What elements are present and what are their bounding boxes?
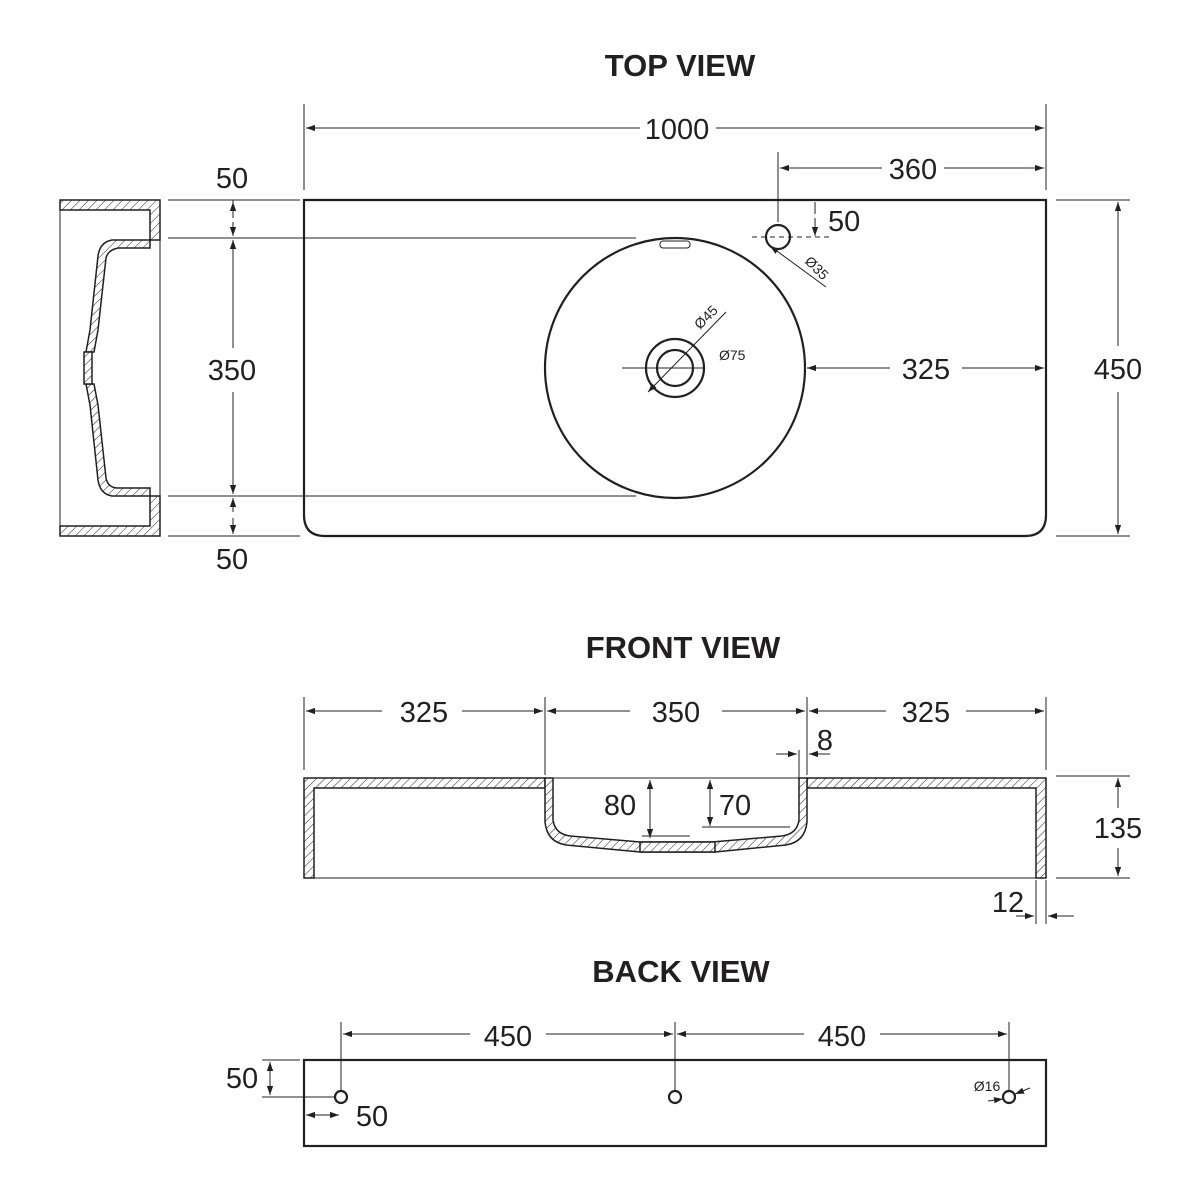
front-view-bowl-section [544, 777, 808, 853]
top-view-title: TOP VIEW [605, 48, 756, 83]
side-dim-bottom-margin: 50 [216, 544, 248, 576]
front-dim-skirt-thickness: 12 [992, 887, 1024, 919]
waste-leader-45 [647, 311, 727, 393]
front-dim-left-width: 325 [400, 697, 448, 729]
waste-inner-dia-label: Ø45 [691, 302, 721, 332]
front-view-waste [639, 841, 716, 853]
front-view-slab-right [806, 777, 1047, 879]
back-dim-hole-dia: Ø16 [974, 1078, 1001, 1094]
dim-overall-width: 1000 [645, 114, 710, 146]
overflow-slot [659, 240, 691, 249]
front-view-slab [303, 777, 546, 879]
side-section-bowl-upper [85, 239, 151, 353]
back-dim-16-arrow-a [987, 1097, 1004, 1104]
tap-hole-dia-label: Ø35 [802, 253, 832, 283]
back-view-title: BACK VIEW [592, 954, 770, 989]
back-dim-spacing-left: 450 [484, 1021, 532, 1053]
top-view: TOP VIEW Ø45 Ø75 Ø35 1000 360 50 [59, 48, 1142, 576]
back-dim-16-arrow-b [1014, 1087, 1031, 1095]
front-view-title: FRONT VIEW [586, 630, 781, 665]
bowl-circle [543, 236, 807, 500]
side-section [59, 199, 161, 537]
front-dim-bowl-width: 350 [652, 697, 700, 729]
back-dim-hole-from-side: 50 [356, 1101, 388, 1133]
side-section-bottom-rim [59, 495, 161, 537]
front-dim-bowl-depth-edge: 70 [719, 790, 751, 822]
back-view: BACK VIEW 450 450 50 50 Ø16 [226, 954, 1048, 1148]
back-hole-right [1001, 1089, 1017, 1105]
side-section-profile [59, 199, 161, 241]
front-dim-right-width: 325 [902, 697, 950, 729]
front-view: FRONT VIEW 325 350 325 8 80 [303, 630, 1142, 924]
dim-bowl-to-edge: 325 [902, 354, 950, 386]
dim-tap-from-back: 50 [828, 206, 860, 238]
side-section-bowl-lower [85, 383, 151, 497]
waste-outer-dia-label: Ø75 [719, 347, 746, 363]
side-dim-bowl-depth: 350 [208, 355, 256, 387]
side-section-waste [83, 351, 93, 385]
side-dim-top-margin: 50 [216, 163, 248, 195]
back-dim-hole-from-top: 50 [226, 1063, 258, 1095]
front-view-box [303, 777, 1047, 879]
front-dim-bowl-depth-center: 80 [604, 790, 636, 822]
back-hole-left [333, 1089, 349, 1105]
top-view-outline [302, 198, 1048, 538]
tap-hole-leader [769, 245, 827, 288]
front-dim-wall-thickness: 8 [817, 725, 833, 757]
dim-tap-hole-offset: 360 [889, 154, 937, 186]
back-dim-spacing-right: 450 [818, 1021, 866, 1053]
dim-overall-depth: 450 [1094, 354, 1142, 386]
tap-hole-circle [764, 223, 792, 251]
back-hole-center [667, 1089, 683, 1105]
front-dim-overall-height: 135 [1094, 813, 1142, 845]
